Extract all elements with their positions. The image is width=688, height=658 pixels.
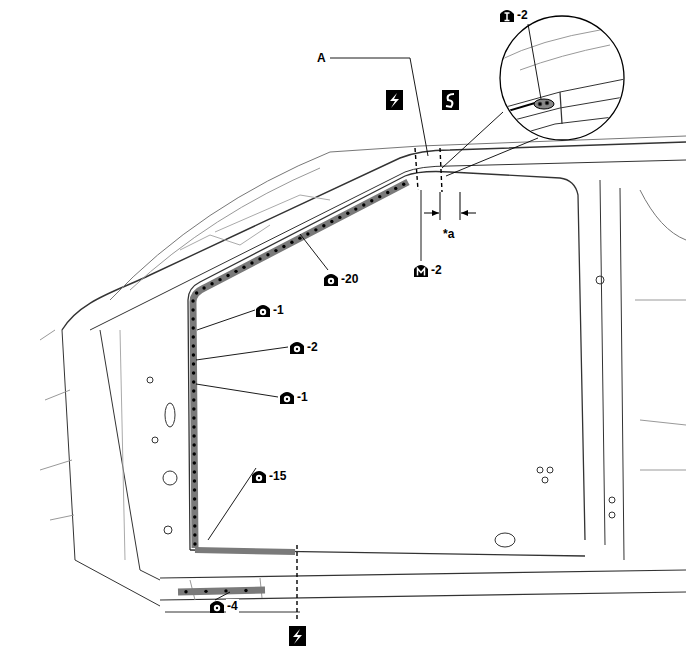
weld-symbol [324, 274, 338, 286]
weld-spot [224, 589, 227, 592]
weld-spot [394, 187, 397, 190]
weld-spot [226, 274, 229, 277]
weld-spot [192, 434, 195, 437]
weld-spot [298, 236, 301, 239]
weld-spot [204, 590, 207, 593]
weld-spot [193, 452, 196, 455]
weld-spot [192, 389, 195, 392]
weld-spot [402, 183, 405, 186]
weld-symbol [290, 342, 304, 354]
weld-spot [193, 470, 196, 473]
callout-number: -20 [340, 272, 359, 286]
weld-spot [242, 266, 245, 269]
weld-spot [258, 257, 261, 260]
weld-spot [193, 461, 196, 464]
weld-spot [192, 425, 195, 428]
weld-symbol [252, 471, 266, 483]
weld-spot [282, 245, 285, 248]
weld-spot [192, 416, 195, 419]
weld-spot [314, 228, 317, 231]
weld-symbol [210, 601, 224, 613]
weld-spot [250, 261, 253, 264]
weld-spot [184, 590, 187, 593]
weld-spot [386, 191, 389, 194]
callout-number: -15 [268, 469, 287, 483]
weld-spot [193, 524, 196, 527]
callout-number: -4 [226, 599, 239, 613]
weld-spot [378, 195, 381, 198]
weld-spot [192, 344, 195, 347]
weld-symbol [500, 10, 514, 22]
callout-number: -2 [516, 8, 529, 22]
weld-spot [192, 380, 195, 383]
weld-spot [191, 299, 194, 302]
weld-spot [306, 232, 309, 235]
weld-spot [266, 253, 269, 256]
weld-spot [370, 199, 373, 202]
weld-spot [234, 270, 237, 273]
weld-spot [192, 353, 195, 356]
weld-spot [193, 533, 196, 536]
weld-spot [195, 291, 198, 294]
weld-symbol [256, 305, 270, 317]
weld-spot [202, 286, 205, 289]
weld-spot [346, 212, 349, 215]
weld-symbol [280, 392, 294, 404]
callout-letter: A [316, 51, 327, 65]
weld-spot [191, 317, 194, 320]
weld-spot [193, 542, 196, 545]
weld-spot [192, 335, 195, 338]
dimension-label: *a [442, 227, 455, 241]
weld-spot [193, 506, 196, 509]
weld-spot [192, 398, 195, 401]
weld-spot [193, 497, 196, 500]
weld-spot [354, 207, 357, 210]
weld-spot [192, 362, 195, 365]
weld-spot [330, 220, 333, 223]
weld-spot [192, 371, 195, 374]
weld-spot [274, 249, 277, 252]
weld-spot [338, 216, 341, 219]
weld-symbol [414, 265, 428, 277]
weld-spot [193, 479, 196, 482]
callout-number: -2 [430, 263, 443, 277]
weld-spot [193, 488, 196, 491]
callout-number: -2 [306, 340, 319, 354]
weld-spot [192, 443, 195, 446]
weld-spot [218, 278, 221, 281]
weld-spot [210, 282, 213, 285]
callout-number: -1 [296, 390, 309, 404]
weld-spot [191, 308, 194, 311]
weld-spot [362, 203, 365, 206]
callout-number: -1 [272, 303, 285, 317]
weld-spot [244, 589, 247, 592]
weld-spot [193, 515, 196, 518]
weld-spot [322, 224, 325, 227]
weld-spot [192, 326, 195, 329]
weld-spot [290, 241, 293, 244]
weld-spot [192, 407, 195, 410]
